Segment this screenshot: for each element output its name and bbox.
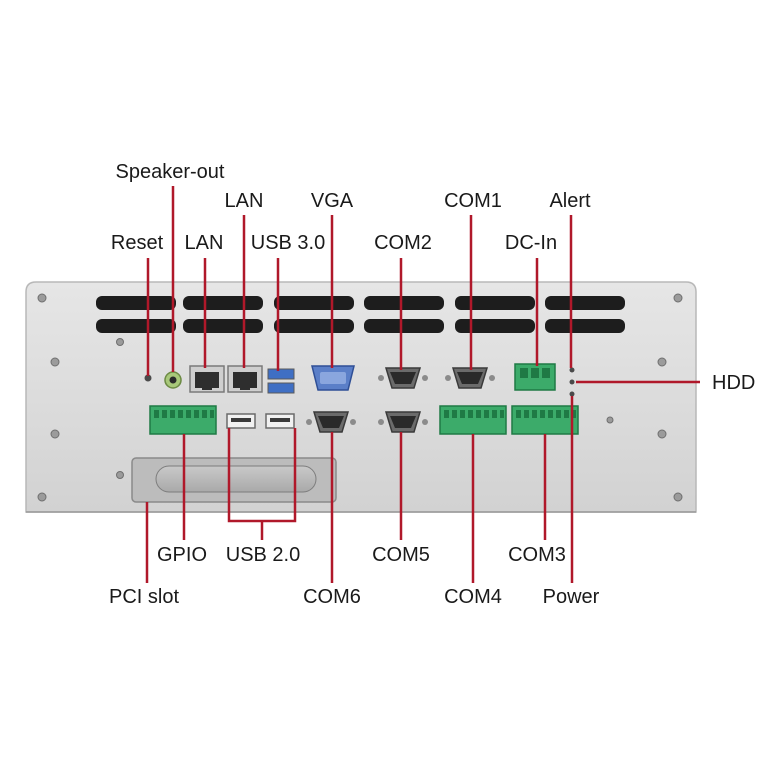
- label-lan-upper: LAN: [225, 190, 264, 212]
- com3-terminal[interactable]: [511, 405, 579, 435]
- label-com3: COM3: [508, 544, 566, 566]
- label-usb3: USB 3.0: [251, 232, 325, 254]
- labels: Speaker-out LAN VGA COM1 Alert Reset LAN…: [109, 161, 755, 608]
- lan-port-2[interactable]: [227, 365, 263, 393]
- usb3-ports[interactable]: [267, 368, 295, 394]
- usb2-ports[interactable]: [226, 413, 295, 429]
- label-com5: COM5: [372, 544, 430, 566]
- gpio-terminal[interactable]: [149, 405, 217, 435]
- status-leds: [569, 367, 575, 397]
- com1-port[interactable]: [445, 367, 495, 389]
- label-gpio: GPIO: [157, 544, 207, 566]
- com2-port[interactable]: [378, 367, 428, 389]
- label-com4: COM4: [444, 586, 502, 608]
- label-com2: COM2: [374, 232, 432, 254]
- label-alert: Alert: [549, 190, 591, 212]
- pci-slot: [131, 457, 337, 503]
- label-lan-lower: LAN: [185, 232, 224, 254]
- label-usb2: USB 2.0: [226, 544, 300, 566]
- label-pci-slot: PCI slot: [109, 586, 179, 608]
- label-dc-in: DC-In: [505, 232, 557, 254]
- label-vga: VGA: [311, 190, 354, 212]
- chassis: [25, 281, 697, 513]
- label-speaker-out: Speaker-out: [116, 161, 225, 183]
- vga-port[interactable]: [311, 365, 355, 391]
- dc-in-terminal[interactable]: [514, 363, 556, 391]
- leader-lines: [145, 186, 700, 583]
- label-com1: COM1: [444, 190, 502, 212]
- screws: [37, 293, 683, 502]
- label-com6: COM6: [303, 586, 361, 608]
- label-hdd: HDD: [712, 372, 755, 394]
- speaker-out-jack[interactable]: [164, 371, 182, 389]
- com4-terminal[interactable]: [439, 405, 507, 435]
- com6-port[interactable]: [306, 411, 356, 433]
- label-power: Power: [543, 586, 600, 608]
- label-reset: Reset: [111, 232, 164, 254]
- reset-button[interactable]: [144, 374, 152, 382]
- lan-port-1[interactable]: [189, 365, 225, 393]
- com5-port[interactable]: [378, 411, 428, 433]
